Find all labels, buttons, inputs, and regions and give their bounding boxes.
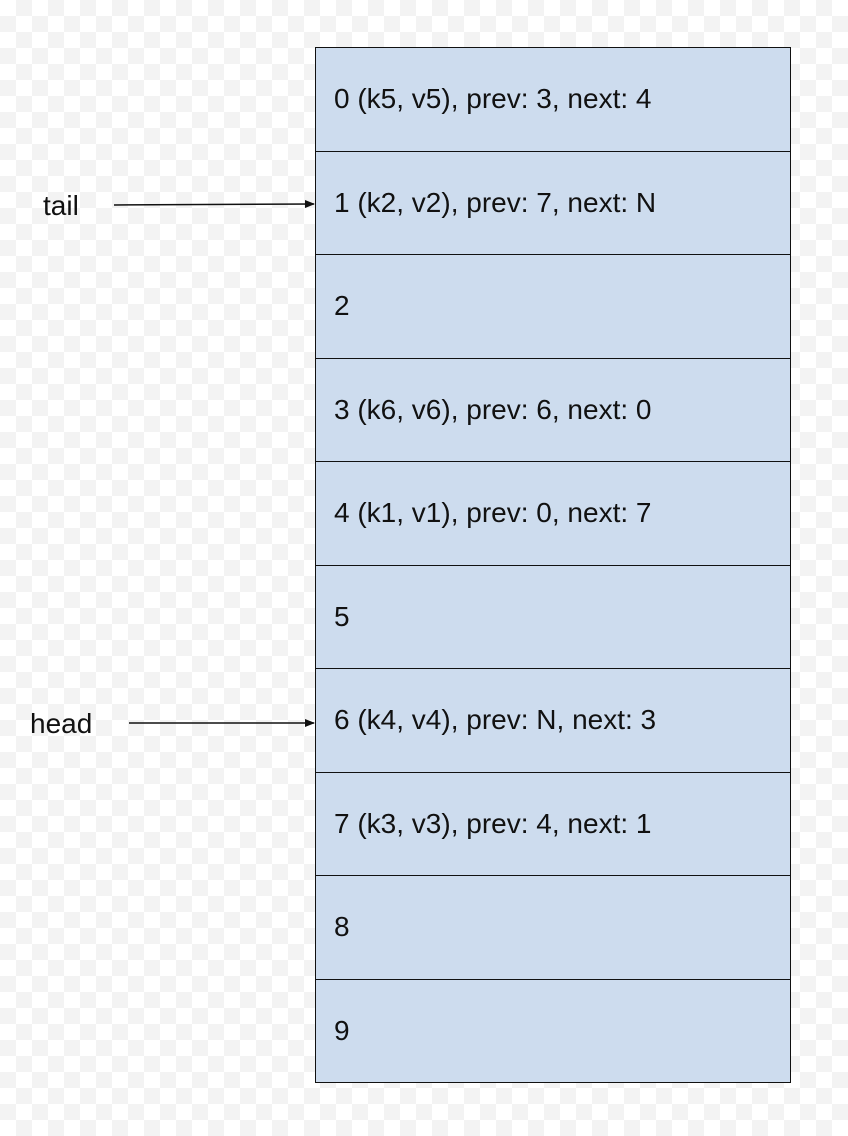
tail-label: tail: [43, 190, 79, 221]
array-cell-6: 6 (k4, v4), prev: N, next: 3: [316, 668, 790, 772]
head-label: head: [30, 708, 93, 739]
array-cell-5: 5: [316, 564, 790, 669]
array-cell-8: 8: [316, 875, 790, 979]
array-cell-4: 4 (k1, v1), prev: 0, next: 7: [316, 461, 790, 565]
array-cell-0: 0 (k5, v5), prev: 3, next: 4: [334, 83, 652, 115]
array-cell-2: 2: [316, 254, 790, 358]
node-array: 0 (k5, v5), prev: 3, next: 4 1 (k2, v2),…: [315, 47, 791, 1083]
tail-arrow: [113, 200, 315, 209]
array-cell-1: 1 (k2, v2), prev: 7, next: N: [316, 150, 790, 255]
array-cell-7: 7 (k3, v3), prev: 4, next: 1: [316, 771, 790, 876]
array-cell-9: 9: [316, 978, 790, 1083]
array-cell-3: 3 (k6, v6), prev: 6, next: 0: [316, 357, 790, 462]
